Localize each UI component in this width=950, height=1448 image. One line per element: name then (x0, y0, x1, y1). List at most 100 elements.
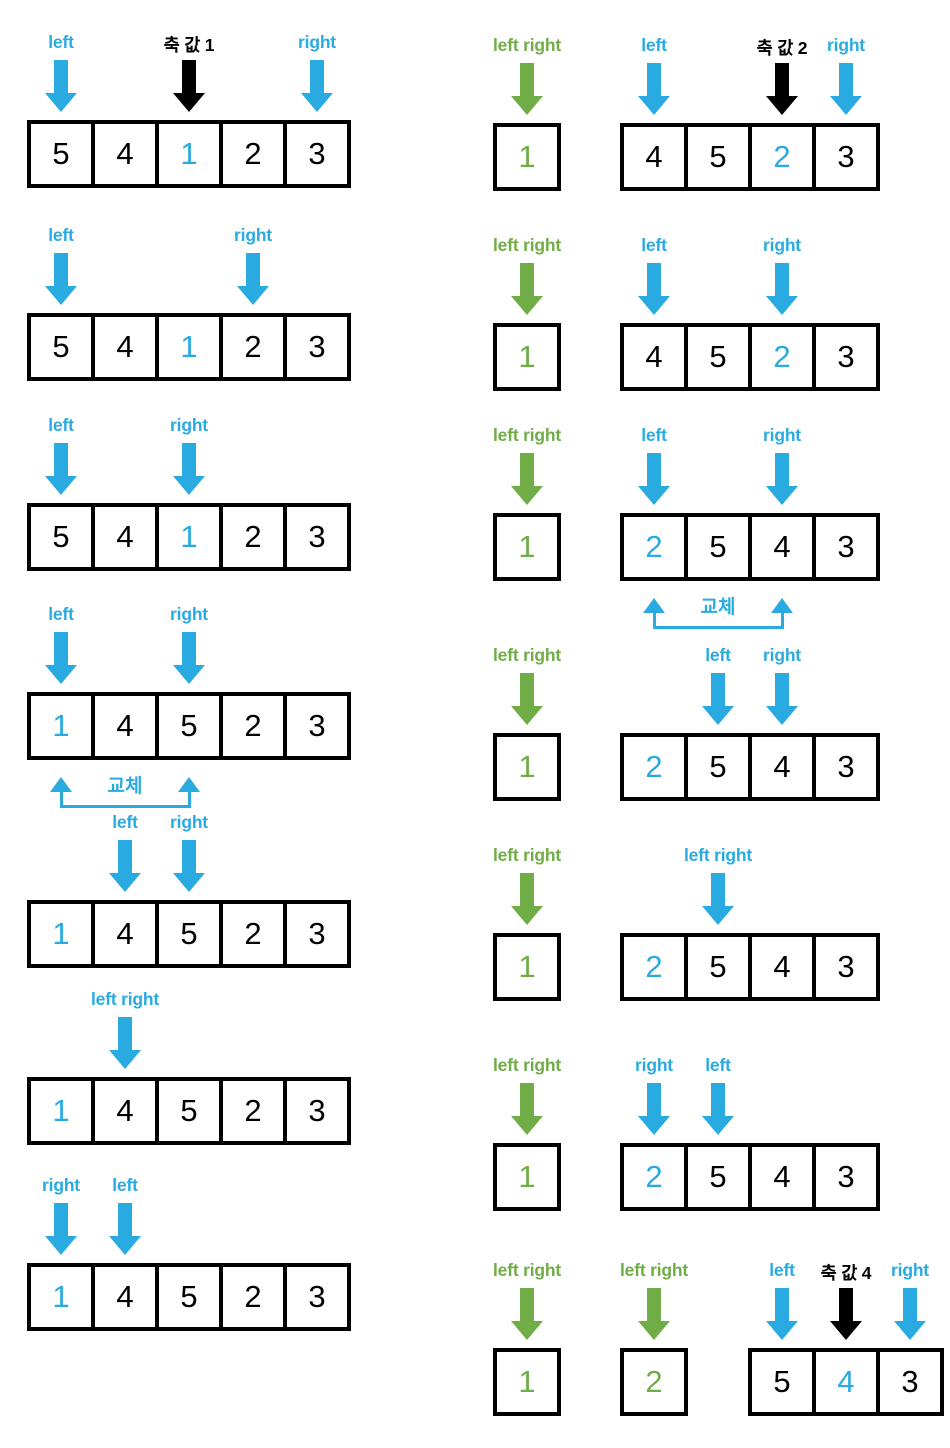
array-cell[interactable]: 3 (812, 513, 880, 581)
array-cell[interactable]: 5 (27, 313, 95, 381)
array-cell[interactable]: 5 (684, 1143, 752, 1211)
array-cell[interactable]: 3 (283, 900, 351, 968)
array-cell[interactable]: 1 (493, 1143, 561, 1211)
array-cell[interactable]: 2 (219, 692, 287, 760)
pointer-arrow-blue (44, 1203, 78, 1255)
array-cell[interactable]: 3 (283, 692, 351, 760)
array-cell[interactable]: 2 (219, 120, 287, 188)
array-cell[interactable]: 3 (812, 323, 880, 391)
array-cell[interactable]: 4 (748, 933, 816, 1001)
array-cell[interactable]: 2 (219, 900, 287, 968)
pointer-arrow-green (510, 453, 544, 505)
array-cell[interactable]: 4 (748, 733, 816, 801)
array-cell[interactable]: 4 (91, 900, 159, 968)
array-cell[interactable]: 4 (620, 123, 688, 191)
array-R3-0: 1 (493, 513, 561, 581)
pointer-label-right: right (170, 812, 208, 832)
array-cell[interactable]: 1 (493, 123, 561, 191)
array-cell[interactable]: 5 (684, 323, 752, 391)
pointer-arrow-blue (44, 443, 78, 495)
pointer-arrow-green (637, 1288, 671, 1340)
pointer-arrow-blue (701, 1083, 735, 1135)
array-cell[interactable]: 2 (620, 733, 688, 801)
pointer-arrow-blue (300, 60, 334, 112)
array-cell[interactable]: 2 (219, 1263, 287, 1331)
array-cell[interactable]: 1 (27, 692, 95, 760)
pointer-label-left-right: left right (493, 35, 561, 55)
array-cell[interactable]: 5 (684, 933, 752, 1001)
swap-label: 교체 (103, 771, 147, 798)
array-R1-0: 1 (493, 123, 561, 191)
pointer-arrow-blue (637, 63, 671, 115)
array-cell[interactable]: 1 (493, 513, 561, 581)
array-cell[interactable]: 3 (283, 120, 351, 188)
array-cell[interactable]: 2 (219, 1077, 287, 1145)
pointer-arrow-green (510, 873, 544, 925)
array-cell[interactable]: 4 (91, 692, 159, 760)
array-cell[interactable]: 1 (155, 313, 223, 381)
array-cell[interactable]: 2 (620, 933, 688, 1001)
array-cell[interactable]: 4 (91, 1077, 159, 1145)
array-cell[interactable]: 5 (155, 692, 223, 760)
array-cell[interactable]: 4 (91, 503, 159, 571)
array-cell[interactable]: 5 (155, 900, 223, 968)
pointer-label-left: left (641, 35, 667, 55)
array-cell[interactable]: 3 (283, 313, 351, 381)
array-cell[interactable]: 3 (283, 1077, 351, 1145)
array-cell[interactable]: 3 (876, 1348, 944, 1416)
pointer-label-right: right (170, 415, 208, 435)
array-cell[interactable]: 5 (684, 733, 752, 801)
array-cell[interactable]: 3 (812, 1143, 880, 1211)
array-cell[interactable]: 2 (620, 1348, 688, 1416)
array-cell[interactable]: 1 (27, 1077, 95, 1145)
array-cell[interactable]: 5 (27, 503, 95, 571)
array-R2-0: 1 (493, 323, 561, 391)
array-cell[interactable]: 4 (748, 1143, 816, 1211)
array-cell[interactable]: 2 (748, 123, 816, 191)
array-cell[interactable]: 4 (620, 323, 688, 391)
array-cell[interactable]: 3 (283, 1263, 351, 1331)
pointer-label-left-right: left right (493, 845, 561, 865)
array-cell[interactable]: 4 (91, 1263, 159, 1331)
array-cell[interactable]: 3 (812, 733, 880, 801)
pointer-arrow-green (510, 673, 544, 725)
array-cell[interactable]: 1 (27, 900, 95, 968)
array-cell[interactable]: 5 (748, 1348, 816, 1416)
array-cell[interactable]: 1 (493, 933, 561, 1001)
pointer-arrow-blue (44, 632, 78, 684)
array-R7-0: 1 (493, 1348, 561, 1416)
array-cell[interactable]: 4 (748, 513, 816, 581)
pointer-arrow-blue (44, 60, 78, 112)
array-cell[interactable]: 4 (812, 1348, 880, 1416)
pointer-arrow-blue (236, 253, 270, 305)
array-cell[interactable]: 5 (684, 123, 752, 191)
pointer-arrow-blue (637, 1083, 671, 1135)
pointer-label-left-right: left right (493, 425, 561, 445)
array-cell[interactable]: 5 (155, 1263, 223, 1331)
array-cell[interactable]: 2 (620, 1143, 688, 1211)
array-cell[interactable]: 2 (620, 513, 688, 581)
array-cell[interactable]: 1 (493, 733, 561, 801)
array-cell[interactable]: 2 (748, 323, 816, 391)
array-cell[interactable]: 2 (219, 503, 287, 571)
pointer-arrow-blue (172, 840, 206, 892)
array-cell[interactable]: 3 (812, 933, 880, 1001)
array-cell[interactable]: 3 (812, 123, 880, 191)
array-cell[interactable]: 4 (91, 313, 159, 381)
array-cell[interactable]: 1 (155, 120, 223, 188)
array-cell[interactable]: 5 (27, 120, 95, 188)
array-cell[interactable]: 1 (493, 323, 561, 391)
pointer-label-left: left (705, 645, 731, 665)
array-cell[interactable]: 1 (27, 1263, 95, 1331)
array-cell[interactable]: 5 (684, 513, 752, 581)
array-cell[interactable]: 1 (155, 503, 223, 571)
array-cell[interactable]: 3 (283, 503, 351, 571)
array-cell[interactable]: 5 (155, 1077, 223, 1145)
array-cell[interactable]: 2 (219, 313, 287, 381)
array-cell[interactable]: 4 (91, 120, 159, 188)
pointer-arrow-blue (44, 253, 78, 305)
array-cell[interactable]: 1 (493, 1348, 561, 1416)
